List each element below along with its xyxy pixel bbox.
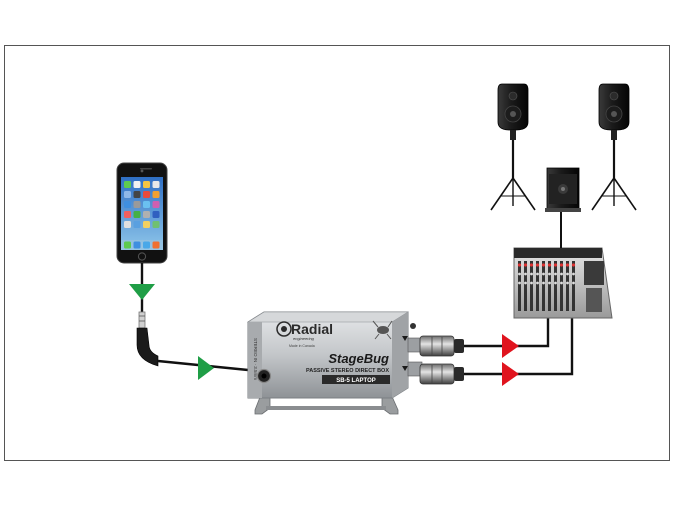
pa-speaker-left	[497, 83, 529, 140]
smartphone	[116, 162, 168, 264]
xlr-connector-right	[419, 363, 464, 385]
model-name: SB-5 LAPTOP	[336, 378, 376, 384]
product-name: StageBug	[328, 351, 389, 366]
brand-origin: Made in Canada	[289, 344, 315, 348]
model-badge	[322, 375, 390, 384]
xlr-connector-left	[419, 335, 464, 357]
xlr-cable-left	[464, 318, 550, 348]
radial-logo: Radial engineering Made in Canada	[276, 321, 333, 348]
tripod-stand-left	[490, 140, 536, 211]
output-arrow-right	[502, 362, 519, 386]
input-arrow-right	[198, 356, 214, 380]
xlr-cable-right	[464, 318, 574, 376]
phone-home-button	[137, 252, 147, 261]
mixer-knobs	[517, 263, 576, 285]
floor-monitor-speaker	[545, 167, 581, 212]
mini-jack-plug	[136, 311, 159, 367]
di-box: STEREO IN · 3.5mm Radial engineering Mad…	[246, 311, 423, 415]
output-arrow-left	[502, 334, 519, 358]
stagebug-mascot-icon	[372, 320, 393, 340]
input-arrow-down	[129, 284, 155, 300]
phone-app-icons	[121, 181, 163, 250]
brand-name: Radial	[291, 321, 333, 337]
pa-speaker-right	[598, 83, 630, 140]
di-box-side-label: STEREO IN · 3.5mm	[253, 338, 258, 380]
product-description: PASSIVE STEREO DIRECT BOX	[306, 368, 389, 374]
tripod-stand-right	[591, 140, 637, 211]
mixer-channel-strips	[518, 261, 604, 312]
brand-sub: engineering	[293, 336, 315, 341]
powered-mixer	[513, 247, 613, 319]
